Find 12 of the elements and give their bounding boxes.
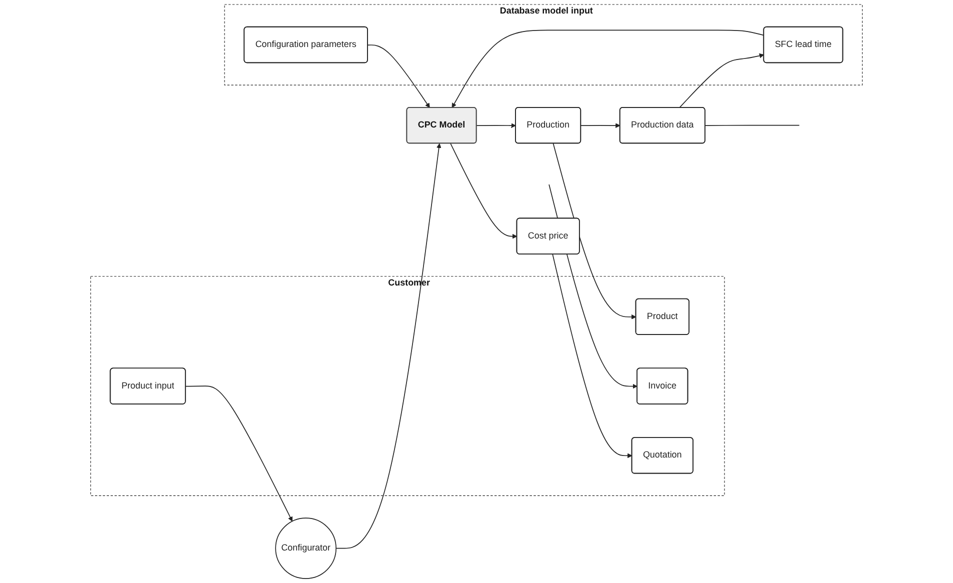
arrow bbox=[580, 123, 620, 128]
arrow bbox=[679, 53, 764, 108]
arrow bbox=[185, 386, 292, 522]
node-circle: Configurator bbox=[275, 518, 336, 579]
connector bbox=[704, 124, 800, 126]
arrow bbox=[552, 254, 632, 458]
arrow bbox=[450, 143, 518, 239]
arrow bbox=[476, 123, 516, 128]
arrow bbox=[336, 143, 442, 549]
arrow bbox=[452, 30, 764, 108]
arrow bbox=[367, 44, 430, 108]
arrow bbox=[552, 143, 636, 320]
